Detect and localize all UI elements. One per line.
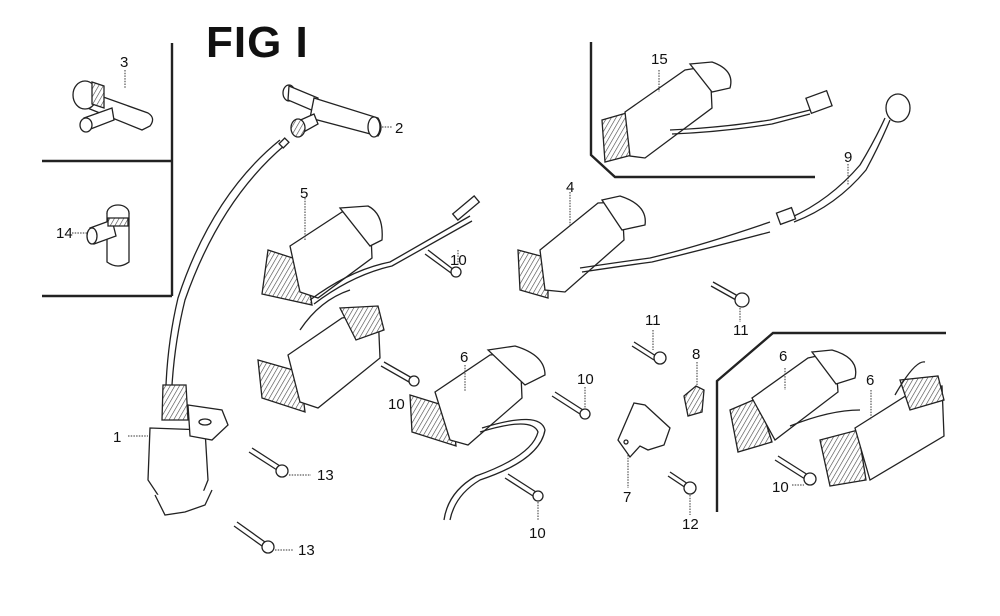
callout-10d: 10	[529, 525, 546, 542]
bolt-11b	[710, 281, 750, 322]
callout-3: 3	[120, 54, 129, 71]
callout-6-center: 6	[460, 349, 469, 366]
callout-6-inset-2: 6	[866, 372, 875, 389]
callout-5: 5	[300, 185, 309, 202]
callout-11a: 11	[645, 312, 661, 329]
callout-8: 8	[692, 346, 701, 363]
part-6-coil-left	[257, 289, 385, 413]
callout-13a: 13	[317, 467, 334, 484]
left-inset-frame	[42, 43, 174, 298]
part-3-plug-cap	[72, 70, 154, 133]
part-5-coil	[261, 195, 481, 306]
part-6-coil-inset-2	[819, 361, 945, 487]
callout-11b: 11	[733, 322, 749, 339]
part-14-elbow-cap	[72, 204, 130, 267]
bottom-right-inset-frame	[715, 331, 946, 512]
callout-14: 14	[56, 225, 73, 242]
bolt-13b	[233, 521, 293, 554]
callout-9: 9	[844, 149, 853, 166]
callout-15: 15	[651, 51, 668, 68]
bolt-11a	[631, 330, 667, 365]
callout-7: 7	[623, 489, 632, 506]
callout-13b: 13	[298, 542, 315, 559]
bolt-10a	[424, 249, 462, 278]
part-1-ignition-coil	[128, 137, 290, 516]
part-4-coil	[517, 192, 771, 299]
bolt-12	[667, 471, 697, 515]
part-7-bracket	[617, 402, 671, 488]
bolt-10d	[504, 473, 544, 520]
figure-title: FIG I	[206, 18, 309, 67]
part-8-clip	[683, 362, 705, 417]
callout-10e: 10	[772, 479, 789, 496]
callout-10a: 10	[450, 252, 467, 269]
callout-4: 4	[566, 179, 575, 196]
part-6-coil-inset-1	[729, 349, 861, 453]
bolt-10b	[380, 361, 420, 387]
callout-12: 12	[682, 516, 699, 533]
callout-10c: 10	[577, 371, 594, 388]
part-9-harness	[775, 93, 911, 226]
callout-10b: 10	[388, 396, 405, 413]
part-2-plug-cap	[282, 84, 392, 138]
part-15-coil	[601, 61, 833, 163]
callout-2: 2	[395, 120, 404, 137]
bolt-10e	[774, 455, 817, 486]
callout-6-inset-1: 6	[779, 348, 788, 365]
top-right-inset-frame	[589, 42, 815, 179]
part-6-coil-center	[409, 345, 546, 521]
callout-1: 1	[113, 429, 122, 446]
bolt-13a	[248, 447, 311, 478]
bolt-10c	[551, 387, 591, 420]
